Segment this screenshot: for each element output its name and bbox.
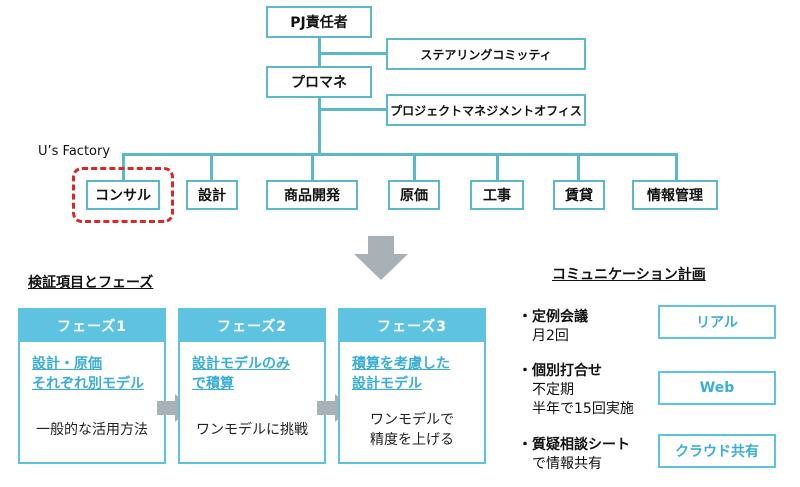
connector-drop-3 bbox=[311, 153, 314, 180]
department-product-dev-label: 商品開発 bbox=[284, 188, 340, 204]
connector-drop-7 bbox=[675, 153, 678, 180]
connector-pmo bbox=[318, 108, 386, 111]
department-product-dev: 商品開発 bbox=[266, 180, 358, 210]
pj-lead-box: PJ責任者 bbox=[266, 6, 372, 38]
department-cost-label: 原価 bbox=[400, 188, 428, 204]
pm-label: プロマネ bbox=[291, 75, 347, 91]
steering-committee-box: ステアリングコミッティ bbox=[386, 38, 586, 70]
plan-item-individual-meeting-detail-2: 半年で15回実施 bbox=[532, 401, 634, 417]
factory-label: U’s Factory bbox=[38, 144, 111, 159]
consult-highlight-outline bbox=[72, 167, 174, 223]
plan-item-qa-sheet-title: ・質疑相談シート bbox=[518, 437, 630, 453]
department-construction: 工事 bbox=[470, 180, 524, 210]
connector-steering bbox=[318, 52, 386, 55]
department-rental: 賃貸 bbox=[553, 180, 605, 210]
plan-item-individual-meeting-detail-1: 不定期 bbox=[532, 382, 574, 398]
connector-drop-5 bbox=[496, 153, 499, 180]
tag-real: リアル bbox=[658, 305, 776, 339]
verification-title: 検証項目とフェーズ bbox=[28, 275, 154, 291]
plan-item-regular-meeting-detail: 月2回 bbox=[532, 328, 569, 344]
connector-drop-4 bbox=[413, 153, 416, 180]
plan-item-individual-meeting: ・個別打合せ 不定期 半年で15回実施 bbox=[518, 362, 634, 419]
tag-web: Web bbox=[658, 371, 776, 405]
plan-item-qa-sheet-detail: で情報共有 bbox=[532, 456, 602, 472]
plan-item-individual-meeting-title: ・個別打合せ bbox=[518, 363, 602, 379]
plan-item-regular-meeting-title: ・定例会議 bbox=[518, 309, 588, 325]
phase-card-1: フェーズ1 設計・原価 それぞれ別モデル 一般的な活用方法 bbox=[18, 308, 166, 464]
phase-3-desc: ワンモデルで 精度を上げる bbox=[370, 412, 454, 448]
pmo-box: プロジェクトマネジメントオフィス bbox=[386, 94, 586, 126]
connector-horizontal bbox=[122, 153, 678, 156]
connector-drop-1 bbox=[122, 153, 125, 180]
department-construction-label: 工事 bbox=[483, 188, 511, 204]
connector-drop-6 bbox=[577, 153, 580, 180]
phase-2-desc: ワンモデルに挑戦 bbox=[196, 422, 308, 438]
steering-committee-label: ステアリングコミッティ bbox=[420, 47, 552, 62]
department-cost: 原価 bbox=[388, 180, 440, 210]
down-arrow-icon bbox=[354, 236, 408, 280]
phase-2-goal: 設計モデルのみ で積算 bbox=[192, 356, 290, 392]
phase-card-2: フェーズ2 設計モデルのみ で積算 ワンモデルに挑戦 bbox=[178, 308, 326, 464]
department-design: 設計 bbox=[186, 180, 238, 210]
phase-3-goal: 積算を考慮した 設計モデル bbox=[352, 356, 450, 392]
department-info-mgmt: 情報管理 bbox=[632, 180, 718, 210]
pmo-label: プロジェクトマネジメントオフィス bbox=[390, 103, 582, 118]
phase-3-header: フェーズ3 bbox=[340, 310, 484, 342]
phase-2-header: フェーズ2 bbox=[180, 310, 324, 342]
plan-item-qa-sheet: ・質疑相談シート で情報共有 bbox=[518, 436, 630, 474]
pj-lead-label: PJ責任者 bbox=[290, 15, 348, 31]
phase-1-header: フェーズ1 bbox=[20, 310, 164, 342]
communication-title: コミュニケーション計画 bbox=[552, 267, 706, 283]
department-design-label: 設計 bbox=[198, 188, 226, 204]
department-consult-label: コンサル bbox=[95, 188, 151, 204]
connector-drop-2 bbox=[210, 153, 213, 180]
department-rental-label: 賃貸 bbox=[565, 188, 593, 204]
tag-cloud-share: クラウド共有 bbox=[658, 434, 776, 468]
phase-1-desc: 一般的な活用方法 bbox=[36, 422, 148, 438]
plan-item-regular-meeting: ・定例会議 月2回 bbox=[518, 308, 588, 346]
department-consult: コンサル bbox=[86, 180, 160, 210]
pm-box: プロマネ bbox=[266, 66, 372, 98]
department-info-mgmt-label: 情報管理 bbox=[647, 188, 703, 204]
phase-1-goal: 設計・原価 それぞれ別モデル bbox=[32, 356, 144, 392]
phase-card-3: フェーズ3 積算を考慮した 設計モデル ワンモデルで 精度を上げる bbox=[338, 308, 486, 464]
